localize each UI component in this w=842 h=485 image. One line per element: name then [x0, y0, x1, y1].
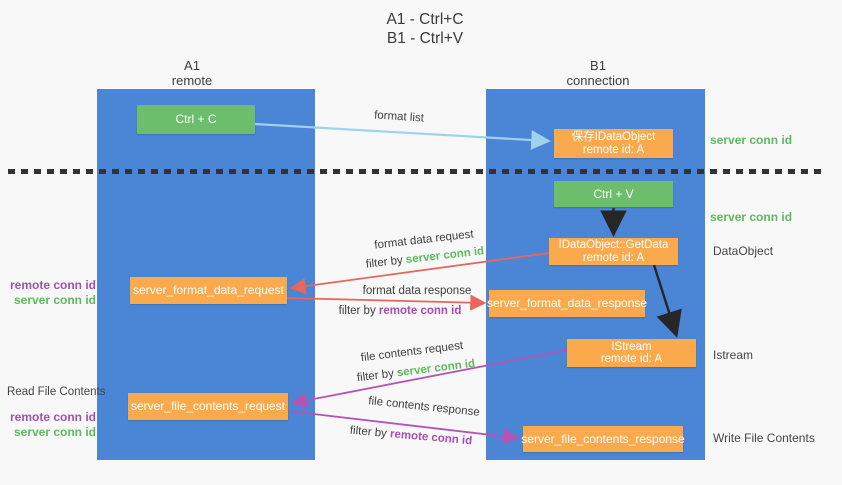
node-getdata-line1: IDataObject::GetData [558, 239, 669, 251]
filter-by-text: filter by [356, 367, 395, 385]
node-server-file-contents-request: server_file_contents_request [128, 393, 288, 420]
lane-right-title: B1 [590, 58, 606, 73]
lane-left-subtitle: remote [171, 73, 213, 88]
edge-label-filter-by-remote-conn-id-1: filter by remote conn id [339, 305, 462, 317]
phase-divider-dotted-line [8, 169, 822, 174]
lane-right-subtitle: connection [566, 73, 630, 88]
edge-label-file-contents-response: file contents response [367, 395, 481, 419]
node-server-format-data-response: server_format_data_response [486, 290, 648, 317]
remote-conn-id-text: remote conn id [378, 305, 462, 317]
lane-header-left: A1 remote [122, 58, 262, 88]
node-ctrl-v: Ctrl + V [554, 181, 673, 207]
node-server-format-data-request: server_format_data_request [130, 277, 287, 304]
filter-by-text: filter by [365, 254, 404, 271]
arrow-format-data-response [286, 294, 487, 311]
node-save-idataobject-line2: remote id: A [582, 143, 645, 156]
edge-label-filter-by-remote-conn-id-2: filter by remote conn id [349, 425, 472, 448]
title-line-b1: B1 - Ctrl+V [386, 30, 464, 47]
side-label-conn-ids-top: remote conn id server conn id [10, 278, 96, 307]
node-getdata-line2: remote id: A [582, 251, 645, 264]
side-label-read-file-contents: Read File Contents [7, 386, 106, 398]
filter-by-text: filter by [349, 424, 388, 440]
node-server-format-data-request-label: server_format_data_request [133, 283, 284, 297]
node-server-file-contents-response-label: server_file_contents_response [521, 431, 685, 446]
node-ctrl-c: Ctrl + C [137, 105, 255, 134]
node-server-format-data-response-label: server_format_data_response [486, 296, 648, 310]
node-idataobject-getdata: IDataObject::GetData remote id: A [549, 238, 678, 265]
lane-left-title: A1 [184, 58, 200, 73]
lane-header-right: B1 connection [528, 58, 668, 88]
node-save-idataobject: 保存IDataObject remote id: A [554, 129, 673, 158]
node-save-idataobject-line1: 保存IDataObject [571, 131, 656, 143]
side-label-remote-conn-id-1: remote conn id [9, 278, 96, 292]
side-label-server-conn-id-2: server conn id [710, 210, 793, 224]
server-conn-id-text: server conn id [405, 245, 485, 267]
side-label-server-conn-id-1: server conn id [710, 133, 793, 147]
node-ctrl-v-label: Ctrl + V [593, 186, 634, 201]
diagram-title: A1 - Ctrl+C B1 - Ctrl+V [340, 10, 510, 48]
edge-label-format-data-response: format data response [362, 285, 472, 297]
filter-by-text: filter by [338, 305, 376, 317]
side-label-write-file-contents: Write File Contents [713, 431, 815, 445]
node-istream: IStream remote id: A [567, 339, 696, 367]
side-label-server-conn-id-4: server conn id [13, 424, 96, 439]
node-server-file-contents-request-label: server_file_contents_request [130, 399, 286, 413]
node-server-file-contents-response: server_file_contents_response [521, 426, 685, 452]
title-line-a1: A1 - Ctrl+C [386, 11, 464, 28]
node-ctrl-c-label: Ctrl + C [175, 112, 217, 126]
side-label-remote-conn-id-2: remote conn id [9, 410, 96, 424]
node-istream-line1: IStream [611, 340, 652, 353]
server-conn-id-text: server conn id [396, 357, 476, 380]
side-label-dataobject: DataObject [713, 244, 774, 258]
remote-conn-id-text: remote conn id [389, 428, 473, 448]
side-label-conn-ids-bottom: remote conn id server conn id [10, 410, 96, 439]
node-istream-line2: remote id: A [600, 353, 663, 365]
edge-label-format-list: format list [373, 109, 425, 125]
side-label-istream: Istream [713, 348, 754, 362]
side-label-server-conn-id-3: server conn id [13, 292, 96, 307]
